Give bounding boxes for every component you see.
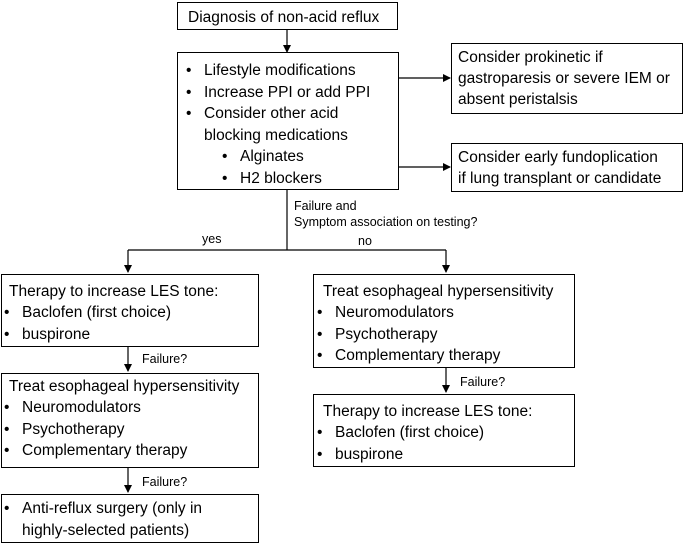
les-tone-title-right: Therapy to increase LES tone: bbox=[323, 403, 533, 420]
failure-label-left-1: Failure? bbox=[142, 352, 188, 366]
bullet-complementary-right: Complementary therapy bbox=[315, 345, 574, 367]
subbullet-alginates: Alginates bbox=[220, 146, 398, 168]
bullet-psychotherapy-right: Psychotherapy bbox=[315, 324, 574, 346]
bullet-neuromodulators-right: Neuromodulators bbox=[315, 302, 574, 324]
hypersensitivity-box-right: Treat esophageal hypersensitivity Neurom… bbox=[313, 274, 575, 368]
bullet-ppi: Increase PPI or add PPI bbox=[184, 82, 398, 104]
decision-question: Failure and Symptom association on testi… bbox=[294, 198, 477, 230]
bullet-baclofen-left: Baclofen (first choice) bbox=[2, 302, 258, 324]
surgery-line2: highly-selected patients) bbox=[22, 521, 190, 539]
initial-management-box: Lifestyle modifications Increase PPI or … bbox=[177, 52, 399, 190]
bullet-other-acid-blocking: Consider other acid blocking medications bbox=[184, 103, 398, 146]
surgery-line1: Anti-reflux surgery (only in bbox=[22, 500, 203, 517]
prokinetic-line2: gastroparesis or severe IEM or bbox=[458, 70, 670, 87]
diagnosis-box: Diagnosis of non-acid reflux bbox=[177, 2, 398, 30]
prokinetic-line1: Consider prokinetic if bbox=[458, 49, 603, 66]
bullet-other-acid-blocking-line2: blocking medications bbox=[204, 126, 348, 144]
fundoplication-line2: if lung transplant or candidate bbox=[458, 170, 662, 187]
subbullet-h2-blockers: H2 blockers bbox=[220, 168, 398, 190]
failure-label-left-2: Failure? bbox=[142, 475, 188, 489]
fundoplication-box: Consider early fundoplication if lung tr… bbox=[451, 143, 683, 192]
bullet-surgery: Anti-reflux surgery (only in highly-sele… bbox=[2, 498, 258, 541]
hypersensitivity-title-left: Treat esophageal hypersensitivity bbox=[9, 378, 240, 395]
decision-line1: Failure and bbox=[294, 199, 357, 213]
bullet-neuromodulators-left: Neuromodulators bbox=[2, 397, 258, 419]
les-tone-title-left: Therapy to increase LES tone: bbox=[9, 283, 219, 300]
branch-label-yes: yes bbox=[202, 232, 222, 246]
hypersensitivity-title-right: Treat esophageal hypersensitivity bbox=[323, 283, 554, 300]
bullet-psychotherapy-left: Psychotherapy bbox=[2, 419, 258, 441]
decision-line2: Symptom association on testing? bbox=[294, 215, 478, 229]
hypersensitivity-box-left: Treat esophageal hypersensitivity Neurom… bbox=[1, 373, 259, 468]
prokinetic-line3: absent peristalsis bbox=[458, 91, 578, 108]
branch-label-no: no bbox=[358, 234, 372, 248]
bullet-other-acid-blocking-line1: Consider other acid bbox=[204, 105, 339, 122]
bullet-buspirone-right: buspirone bbox=[315, 444, 574, 466]
prokinetic-box: Consider prokinetic if gastroparesis or … bbox=[451, 43, 683, 114]
les-tone-box-right: Therapy to increase LES tone: Baclofen (… bbox=[313, 394, 575, 467]
diagnosis-text: Diagnosis of non-acid reflux bbox=[188, 9, 380, 26]
bullet-buspirone-left: buspirone bbox=[2, 324, 258, 346]
bullet-complementary-left: Complementary therapy bbox=[2, 440, 258, 462]
les-tone-box-left: Therapy to increase LES tone: Baclofen (… bbox=[1, 274, 259, 347]
fundoplication-line1: Consider early fundoplication bbox=[458, 149, 658, 166]
surgery-box: Anti-reflux surgery (only in highly-sele… bbox=[1, 494, 259, 543]
failure-label-right: Failure? bbox=[460, 375, 506, 389]
bullet-baclofen-right: Baclofen (first choice) bbox=[315, 422, 574, 444]
bullet-lifestyle: Lifestyle modifications bbox=[184, 60, 398, 82]
